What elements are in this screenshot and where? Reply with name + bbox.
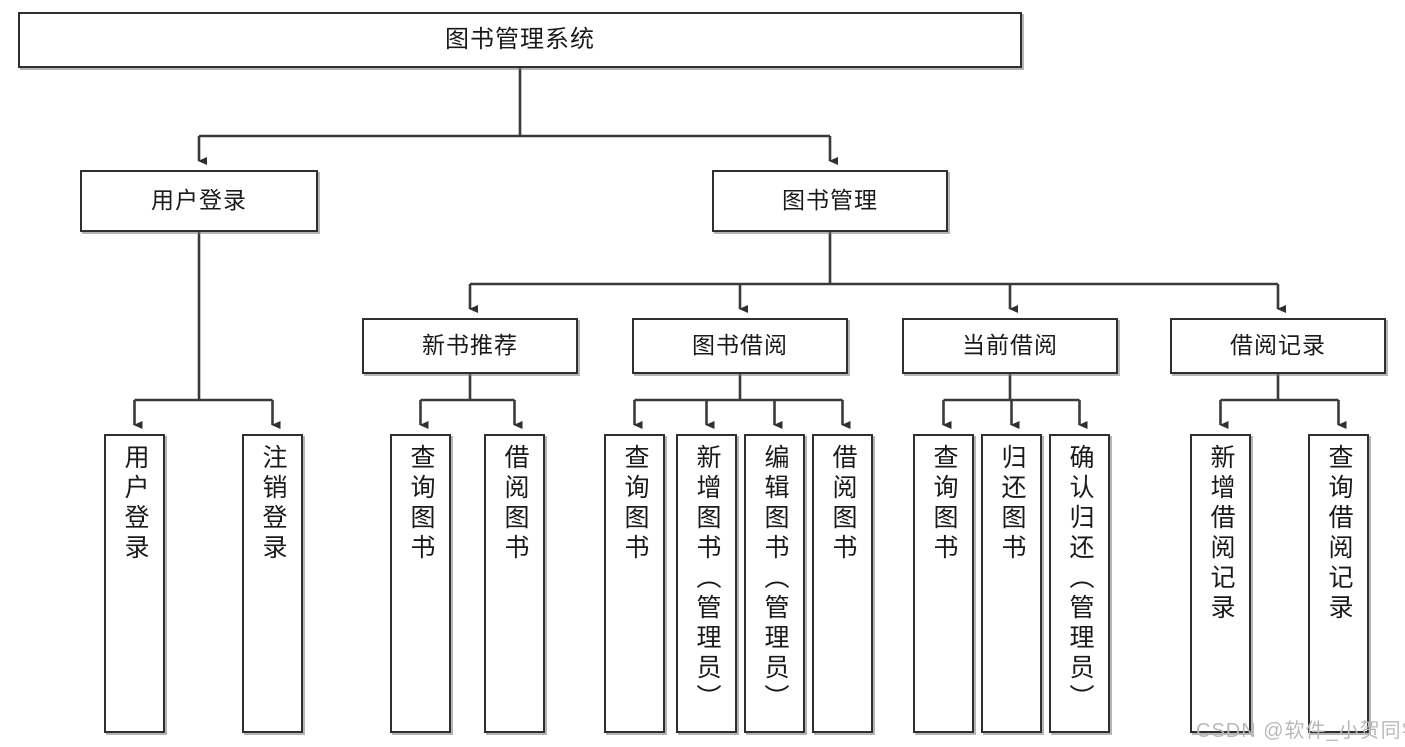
node-user-login[interactable]: 用户登录 xyxy=(80,170,318,232)
leaf-add-borrow-record[interactable]: 新增借阅记录 xyxy=(1190,434,1251,733)
leaf-query-borrow-record[interactable]: 查询借阅记录 xyxy=(1308,434,1369,733)
csdn-watermark: CSDN @软件_小贺同学 xyxy=(1196,720,1405,742)
leaf-query-book-3[interactable]: 查询图书 xyxy=(913,434,974,733)
node-label: 图书管理系统 xyxy=(445,25,595,53)
leaf-query-book-2[interactable]: 查询图书 xyxy=(604,434,665,733)
node-label: 确认归还（管理员） xyxy=(1066,444,1094,714)
leaf-query-book-1[interactable]: 查询图书 xyxy=(390,434,451,733)
node-label: 新增图书（管理员） xyxy=(693,444,721,714)
node-label: 归还图书 xyxy=(998,444,1026,564)
node-label: 借阅图书 xyxy=(501,444,529,564)
node-label: 新书推荐 xyxy=(422,332,518,359)
node-label: 借阅图书 xyxy=(829,444,857,564)
leaf-add-book-admin[interactable]: 新增图书（管理员） xyxy=(676,434,737,733)
node-label: 查询图书 xyxy=(407,444,435,564)
node-label: 新增借阅记录 xyxy=(1207,444,1235,624)
leaf-borrow-book-1[interactable]: 借阅图书 xyxy=(484,434,545,733)
node-label: 用户登录 xyxy=(151,187,247,214)
leaf-return-book[interactable]: 归还图书 xyxy=(981,434,1042,733)
node-label: 借阅记录 xyxy=(1230,332,1326,359)
node-label: 查询图书 xyxy=(930,444,958,564)
leaf-edit-book-admin[interactable]: 编辑图书（管理员） xyxy=(744,434,805,733)
node-book-management[interactable]: 图书管理 xyxy=(712,170,948,232)
node-label: 查询图书 xyxy=(621,444,649,564)
node-label: 图书管理 xyxy=(782,187,878,214)
node-label: 用户登录 xyxy=(121,444,149,564)
node-label: 图书借阅 xyxy=(692,332,788,359)
node-book-borrow[interactable]: 图书借阅 xyxy=(632,318,848,374)
node-label: 编辑图书（管理员） xyxy=(761,444,789,714)
leaf-user-login[interactable]: 用户登录 xyxy=(104,434,165,733)
node-current-borrow[interactable]: 当前借阅 xyxy=(902,318,1118,374)
leaf-borrow-book-2[interactable]: 借阅图书 xyxy=(812,434,873,733)
node-root[interactable]: 图书管理系统 xyxy=(18,12,1022,68)
node-borrow-record[interactable]: 借阅记录 xyxy=(1170,318,1386,374)
node-label: 查询借阅记录 xyxy=(1325,444,1353,624)
leaf-confirm-return-admin[interactable]: 确认归还（管理员） xyxy=(1049,434,1110,733)
node-label: 当前借阅 xyxy=(962,332,1058,359)
node-new-book-recommend[interactable]: 新书推荐 xyxy=(362,318,578,374)
node-label: 注销登录 xyxy=(259,444,287,564)
leaf-logout[interactable]: 注销登录 xyxy=(242,434,303,733)
